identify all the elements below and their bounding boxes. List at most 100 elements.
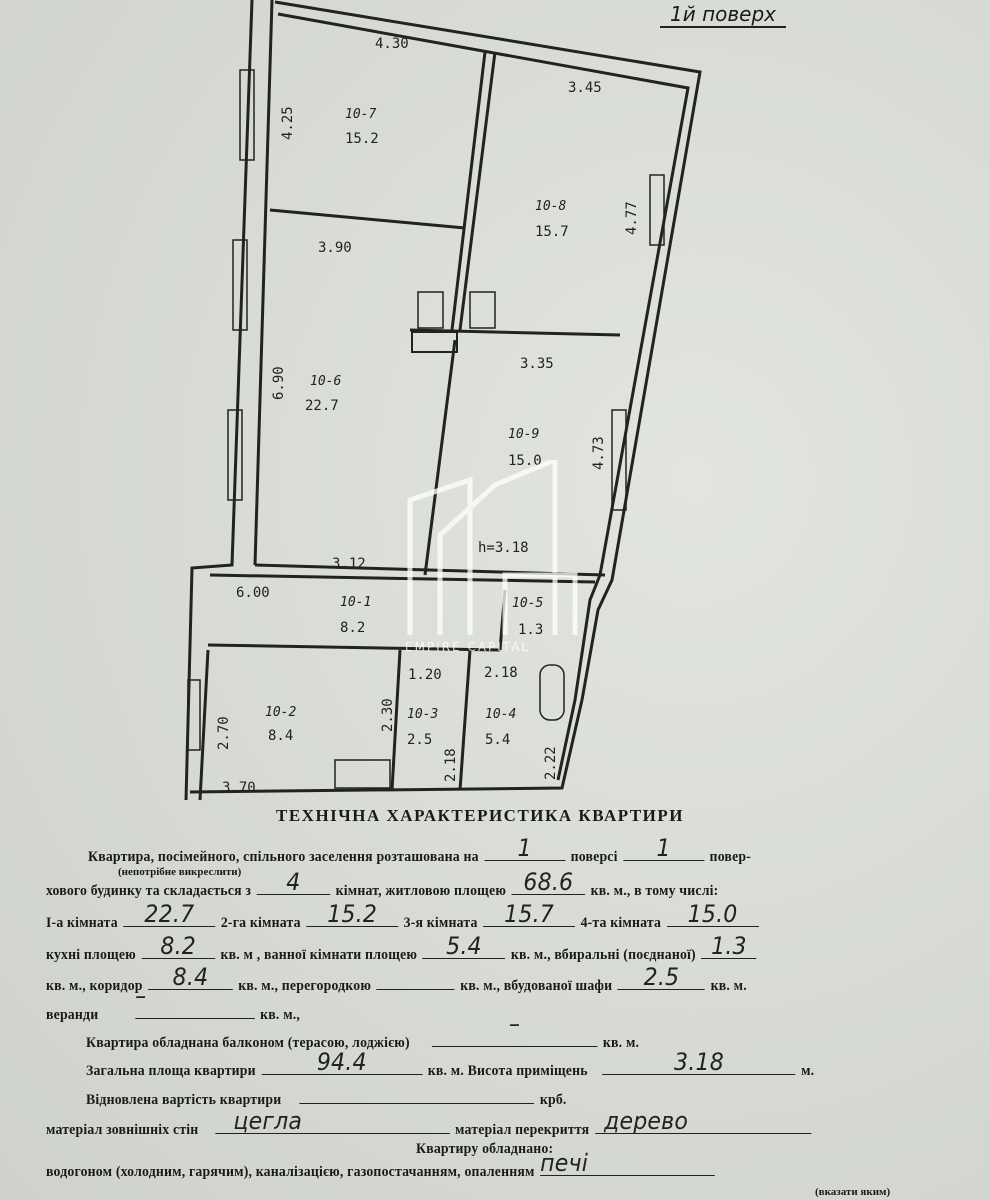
- dimension: 3.35: [520, 356, 554, 372]
- label: 3-я кімната: [403, 915, 478, 931]
- label: Загальна площа квартири: [86, 1063, 256, 1079]
- watermark-text: EMPIRE CAPITAL: [405, 640, 531, 654]
- room4-field: 15.0: [666, 900, 759, 928]
- dimension: 3.45: [568, 80, 602, 96]
- form-row-utilities: водогоном (холодним, гарячим), каналізац…: [46, 1149, 717, 1181]
- label: кв. м.: [710, 978, 747, 994]
- value: 1.3: [711, 932, 747, 960]
- label: кв. м.: [602, 1035, 640, 1051]
- form-title: ТЕХНІЧНА ХАРАКТЕРИСТИКА КВАРТИРИ: [276, 806, 684, 825]
- strike-note: (непотрібне викреслити): [118, 866, 242, 878]
- value: 15.2: [327, 900, 378, 928]
- room-9-id: 10-9: [508, 427, 539, 442]
- form-row-cost: Відновлена вартість квартири крб.: [86, 1089, 567, 1109]
- room-6-area: 22.7: [305, 398, 339, 414]
- room-4-area: 5.4: [485, 732, 510, 748]
- value: 4: [286, 868, 301, 896]
- dimension: 3.90: [318, 240, 352, 256]
- label: кв. м.,: [260, 1007, 301, 1023]
- label: кв. м. Висота приміщень: [427, 1063, 588, 1079]
- label: 4-та кімната: [580, 915, 662, 931]
- specify-note: (вказати яким): [815, 1186, 891, 1198]
- label: кухні площею: [46, 947, 136, 963]
- watermark-logo: [407, 460, 578, 635]
- heating-field: печі: [540, 1149, 715, 1177]
- room-7-area: 15.2: [345, 131, 379, 147]
- floor-label: 1й поверх: [660, 2, 787, 28]
- room-9-area: 15.0: [508, 453, 542, 469]
- corridor-field: 8.4: [148, 963, 233, 991]
- form-row-rooms: хового будинку та складається з 4 кімнат…: [46, 868, 719, 900]
- value: дерево: [603, 1107, 689, 1135]
- value: 8.2: [160, 932, 197, 960]
- room-3-area: 2.5: [407, 732, 432, 748]
- dimension: 2.22: [543, 746, 559, 780]
- label: повер-: [709, 849, 752, 865]
- rooms-field: 4: [256, 868, 331, 896]
- label: матеріал зовнішніх стін: [46, 1122, 199, 1138]
- label: кв. м., в тому числі:: [590, 883, 719, 899]
- room-2-area: 8.4: [268, 728, 293, 744]
- value: 2.5: [643, 963, 680, 991]
- kitchen-field: 8.2: [141, 932, 215, 960]
- dimension: 1.20: [408, 667, 442, 683]
- label: кв. м., перегородкою: [238, 978, 372, 994]
- form-row-room-areas: І-а кімната 22.7 2-га кімната 15.2 3-я к…: [46, 900, 760, 932]
- form-row-location: Квартира, посімейного, спільного заселен…: [88, 834, 752, 866]
- label: Відновлена вартість квартири: [86, 1092, 282, 1108]
- cost-field: [299, 1089, 535, 1104]
- balcony-field: –: [431, 1010, 598, 1047]
- form-row-materials: матеріал зовнішніх стін цегла матеріал п…: [46, 1107, 813, 1139]
- value: 3.18: [674, 1048, 724, 1076]
- label: І-а кімната: [46, 915, 118, 931]
- label: кімнат, житловою площею: [335, 883, 507, 899]
- label: 2-га кімната: [220, 915, 301, 931]
- label: Квартиру обладнано:: [416, 1141, 554, 1157]
- room-5-id: 10-5: [512, 596, 543, 611]
- value: 5.4: [446, 932, 482, 960]
- room2-field: 15.2: [306, 900, 399, 928]
- form-row-kitchen: кухні площею 8.2 кв. м , ванної кімнати …: [46, 932, 758, 964]
- label: кв. м., вбиральні (поєднаної): [510, 947, 696, 963]
- label: поверсі: [570, 849, 618, 865]
- walls-material-field: цегла: [214, 1107, 450, 1135]
- dimension: 2.18: [443, 748, 459, 782]
- closet-field: 2.5: [617, 963, 706, 991]
- ceiling-material-field: дерево: [594, 1107, 811, 1135]
- label: кв. м., коридор: [46, 978, 143, 994]
- value: 8.4: [172, 963, 209, 991]
- room-7-id: 10-7: [345, 107, 376, 122]
- partition-field: [376, 975, 455, 990]
- label: Квартира обладнана балконом (терасою, ло…: [86, 1035, 410, 1051]
- dimension: 3.12: [332, 556, 366, 572]
- dimension: 4.73: [591, 436, 607, 470]
- room3-field: 15.7: [483, 900, 576, 928]
- dimension: 4.30: [375, 36, 409, 52]
- room-6-id: 10-6: [310, 374, 341, 389]
- form-row-total: Загальна площа квартири 94.4 кв. м. Висо…: [86, 1048, 814, 1080]
- dimension: 4.25: [280, 106, 296, 140]
- label: веранди: [46, 1007, 99, 1023]
- floor-plan: 10-7 15.2 10-8 15.7 10-6 22.7 10-9 15.0 …: [184, 0, 702, 801]
- value: 22.7: [144, 900, 195, 928]
- form-row-equipped: Квартиру обладнано:: [416, 1141, 553, 1158]
- room-1-id: 10-1: [340, 595, 371, 610]
- label: хового будинку та складається з: [46, 883, 252, 899]
- dimension: 2.18: [484, 665, 518, 681]
- value: 1: [517, 834, 532, 862]
- floor-field: 1: [484, 834, 566, 862]
- form-row-veranda: веранди – кв. м.,: [46, 982, 301, 1024]
- label: Квартира, посімейного, спільного заселен…: [88, 849, 479, 865]
- room-2-id: 10-2: [265, 705, 296, 720]
- value: –: [135, 982, 147, 1010]
- ceiling-height: h=3.18: [478, 540, 529, 556]
- label: крб.: [539, 1092, 567, 1108]
- dimension: 4.77: [624, 201, 640, 235]
- dimension: 6.00: [236, 585, 270, 601]
- room-8-id: 10-8: [535, 199, 566, 214]
- total-area-field: 94.4: [261, 1048, 423, 1076]
- room-4-id: 10-4: [485, 707, 516, 722]
- value: 15.0: [687, 900, 738, 928]
- room-1-area: 8.2: [340, 620, 365, 636]
